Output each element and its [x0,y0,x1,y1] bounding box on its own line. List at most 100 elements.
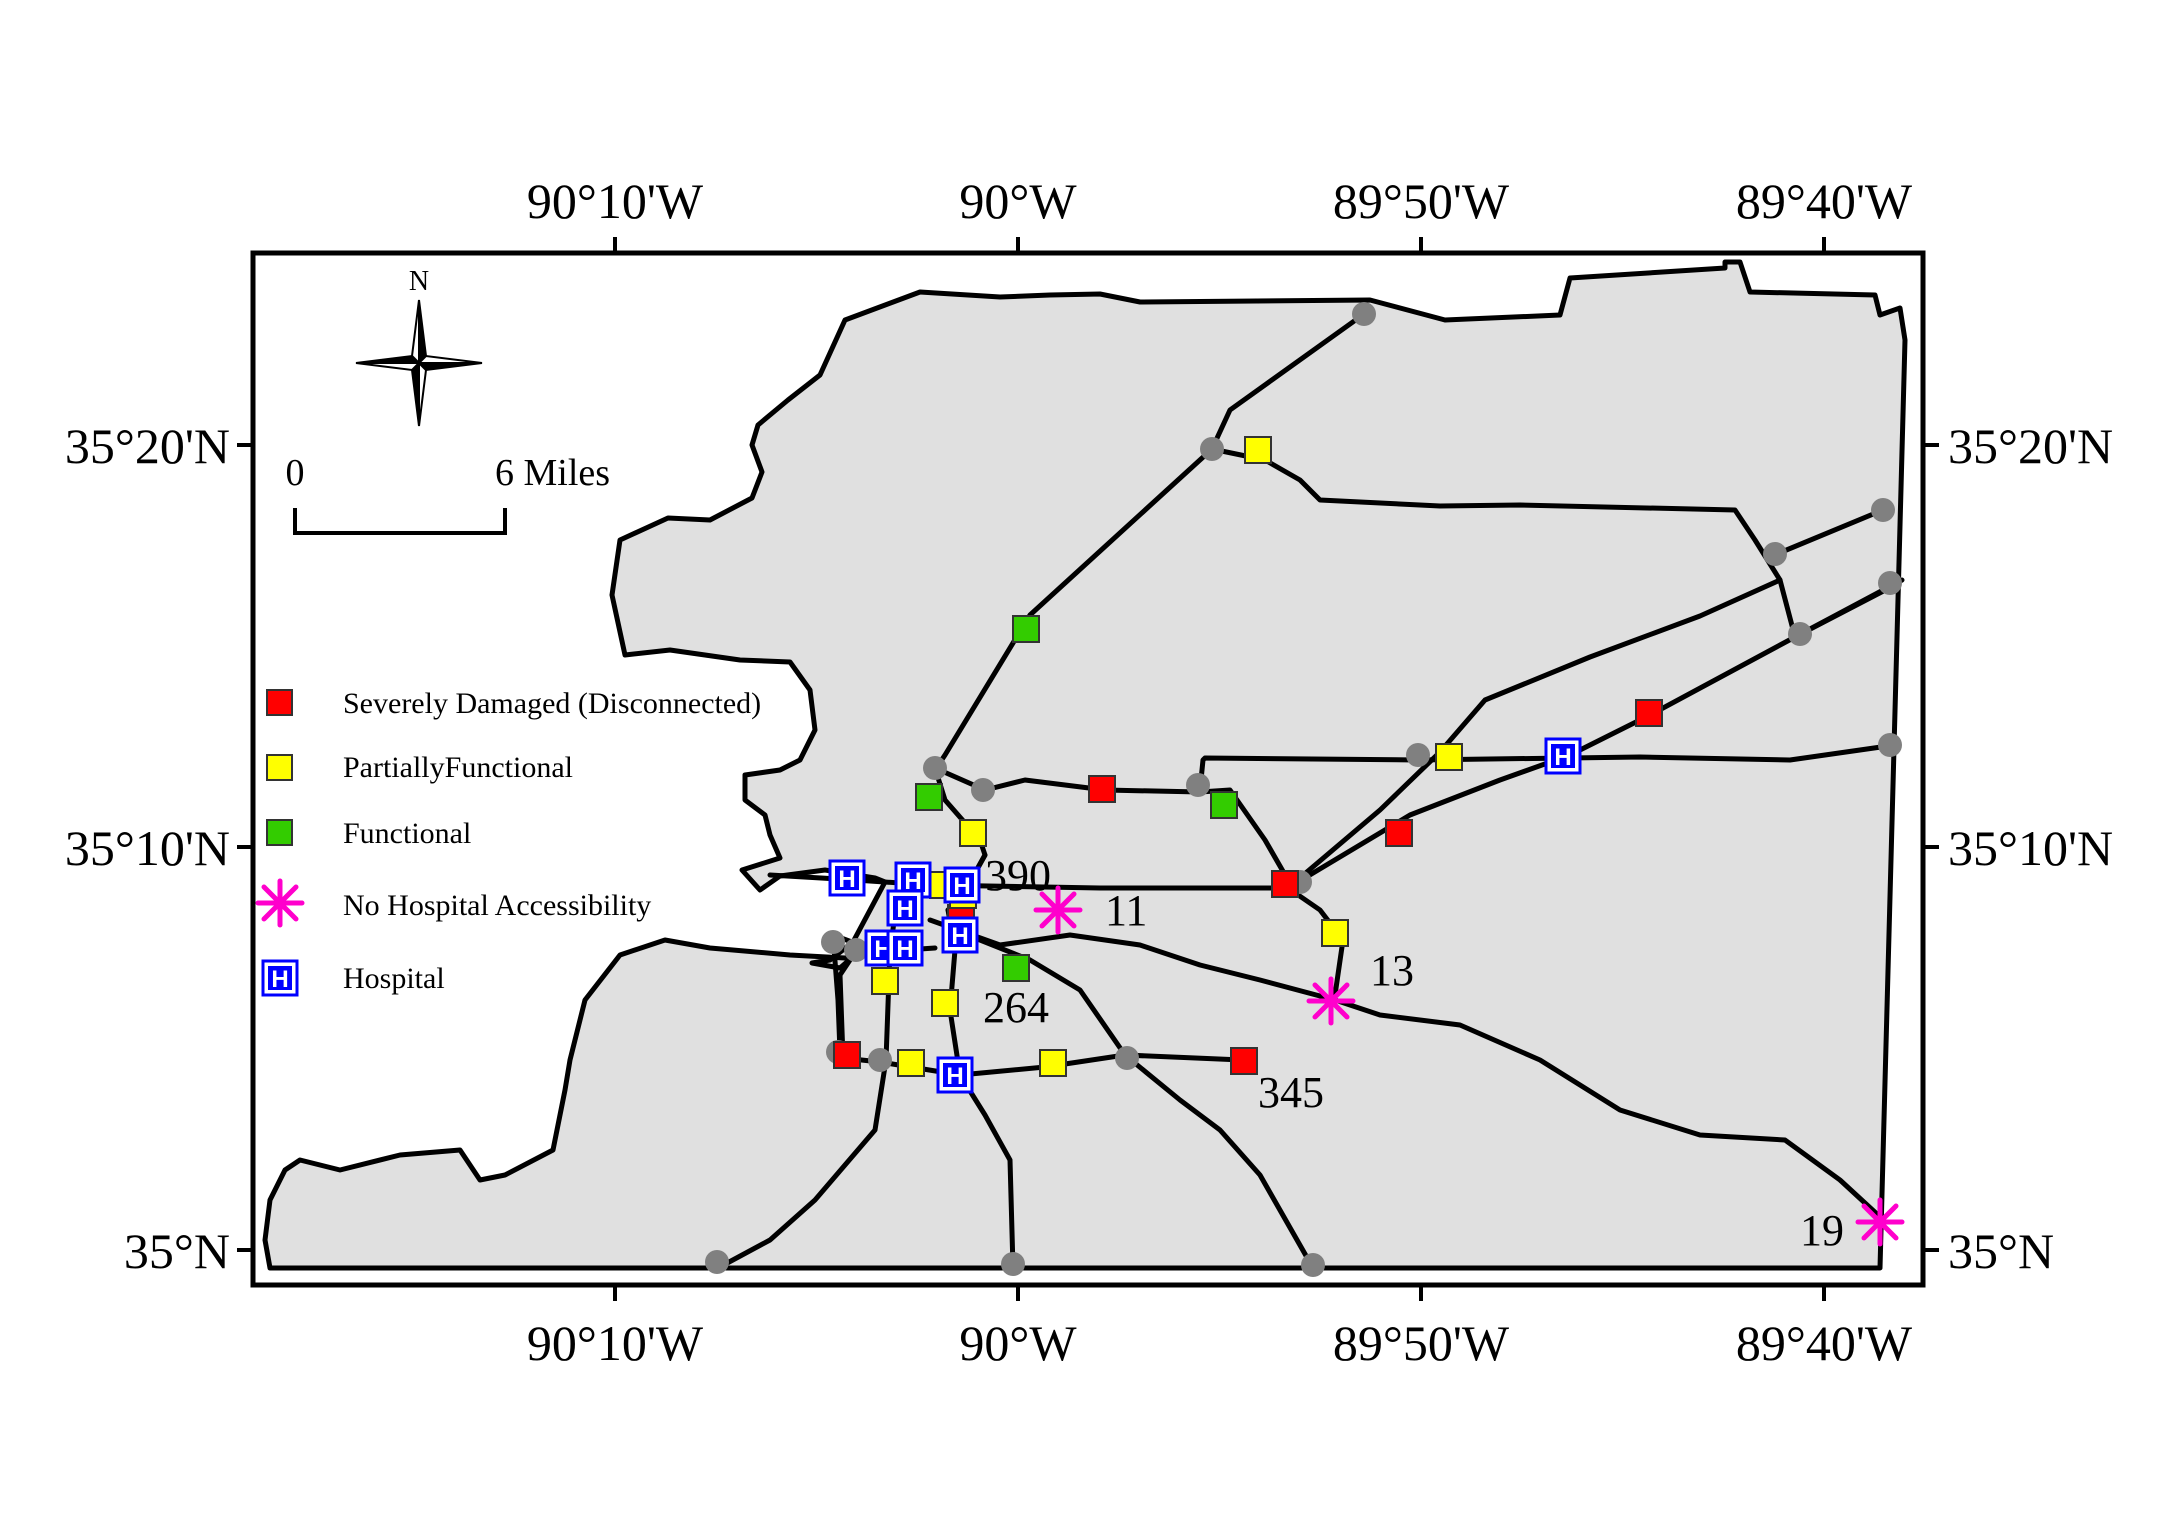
node-label-19: 19 [1800,1206,1844,1255]
hospital-marker: H [886,889,924,927]
svg-text:H: H [896,936,913,963]
legend-severe-label: Severely Damaged (Disconnected) [343,687,761,720]
county-outline [262,259,1908,1271]
junction-node [971,778,995,802]
axis-label-top: 89°40'W [1736,173,1913,229]
tick-marks [237,237,1939,1301]
north-label: N [409,266,429,297]
partial-node [1039,1049,1067,1077]
legend-functional-swatch [266,819,293,846]
junction-node [1871,498,1895,522]
legend-hospital-label: Hospital [343,962,445,995]
axis-labels-left: 35°20'N 35°10'N 35°N [65,418,230,1279]
axis-label-left: 35°20'N [65,418,230,474]
axis-label-left: 35°N [124,1223,230,1279]
svg-text:H: H [904,868,921,895]
axis-label-bottom: 89°50'W [1333,1315,1510,1371]
partial-node [1435,743,1463,771]
legend-no-access-swatch [255,878,305,928]
junction-node [1001,1252,1025,1276]
axis-label-bottom: 90°W [959,1315,1077,1371]
svg-text:H: H [1554,744,1571,771]
legend-partial-swatch [266,754,293,781]
road-east-west-upper [1415,742,1898,763]
hospital-marker: H [941,916,979,954]
junction-node [1200,437,1224,461]
axis-label-bottom: 90°10'W [527,1315,704,1371]
no-access-asterisk [1033,885,1083,935]
junction-node [1186,773,1210,797]
svg-text:H: H [271,966,288,993]
road-southeast [1332,997,1881,1218]
axis-label-left: 35°10'N [65,820,230,876]
hospital-marker: H [886,929,924,967]
node-label-11: 11 [1105,886,1147,935]
partial-node [959,819,987,847]
svg-text:H: H [896,896,913,923]
legend-no-access-label: No Hospital Accessibility [343,889,651,922]
junction-node [868,1048,892,1072]
junction-node [844,938,868,962]
svg-text:H: H [951,923,968,950]
node-label-390: 390 [985,851,1051,900]
severe-node [1385,819,1413,847]
hospital-marker: H [1544,737,1582,775]
partial-node [1244,436,1272,464]
no-access-asterisk [1306,976,1356,1026]
functional-node [1002,954,1030,982]
north-arrow: N [355,266,483,427]
axis-label-right: 35°20'N [1948,418,2113,474]
axis-label-bottom: 89°40'W [1736,1315,1913,1371]
severe-node [833,1041,861,1069]
junction-node [1763,542,1787,566]
node-label-13: 13 [1370,946,1414,995]
road-north [932,311,1367,773]
functional-node [915,783,943,811]
junction-node [1878,571,1902,595]
legend: Severely Damaged (Disconnected) Partiall… [255,687,761,997]
functional-node [1012,615,1040,643]
severe-node [1088,775,1116,803]
legend-partial-label: PartiallyFunctional [343,751,573,784]
legend-hospital-swatch: H [261,959,299,997]
partial-node [871,967,899,995]
severe-node [1271,870,1299,898]
junction-node [1878,733,1902,757]
axis-label-top: 90°10'W [527,173,704,229]
no-access-nodes [1033,885,1905,1247]
axis-label-right: 35°N [1948,1223,2054,1279]
map-frame [250,250,1926,1288]
axis-label-top: 89°50'W [1333,173,1510,229]
partial-node [1321,919,1349,947]
junction-node [1406,743,1430,767]
junction-node [1301,1253,1325,1277]
node-label-264: 264 [983,983,1049,1032]
hospital-marker: H [828,859,866,897]
scale-bar: 0 6 Miles [286,452,610,535]
junction-node [1352,302,1376,326]
severe-node [1635,699,1663,727]
svg-text:H: H [946,1063,963,1090]
functional-node [1210,791,1238,819]
junction-node [923,756,947,780]
junction-node [821,930,845,954]
partial-node [897,1049,925,1077]
svg-text:H: H [838,866,855,893]
road-northeast-to-east [1769,507,1886,559]
axis-labels-top: 90°10'W 90°W 89°50'W 89°40'W [527,173,1913,229]
partial-node [931,989,959,1017]
junction-node [1115,1046,1139,1070]
node-label-345: 345 [1258,1068,1324,1117]
legend-functional-label: Functional [343,817,471,850]
hospitals: H H H H H H H [828,737,1582,1094]
no-access-asterisk [1855,1197,1905,1247]
road-network [715,311,1905,1271]
axis-label-top: 90°W [959,173,1077,229]
junction-node [705,1250,729,1274]
axis-labels-bottom: 90°10'W 90°W 89°50'W 89°40'W [527,1315,1913,1371]
road-center-east-diagonal [1285,577,1783,891]
partial-nodes [871,436,1463,1077]
severe-node [1230,1047,1258,1075]
road-northeast-loop [1209,446,1905,640]
